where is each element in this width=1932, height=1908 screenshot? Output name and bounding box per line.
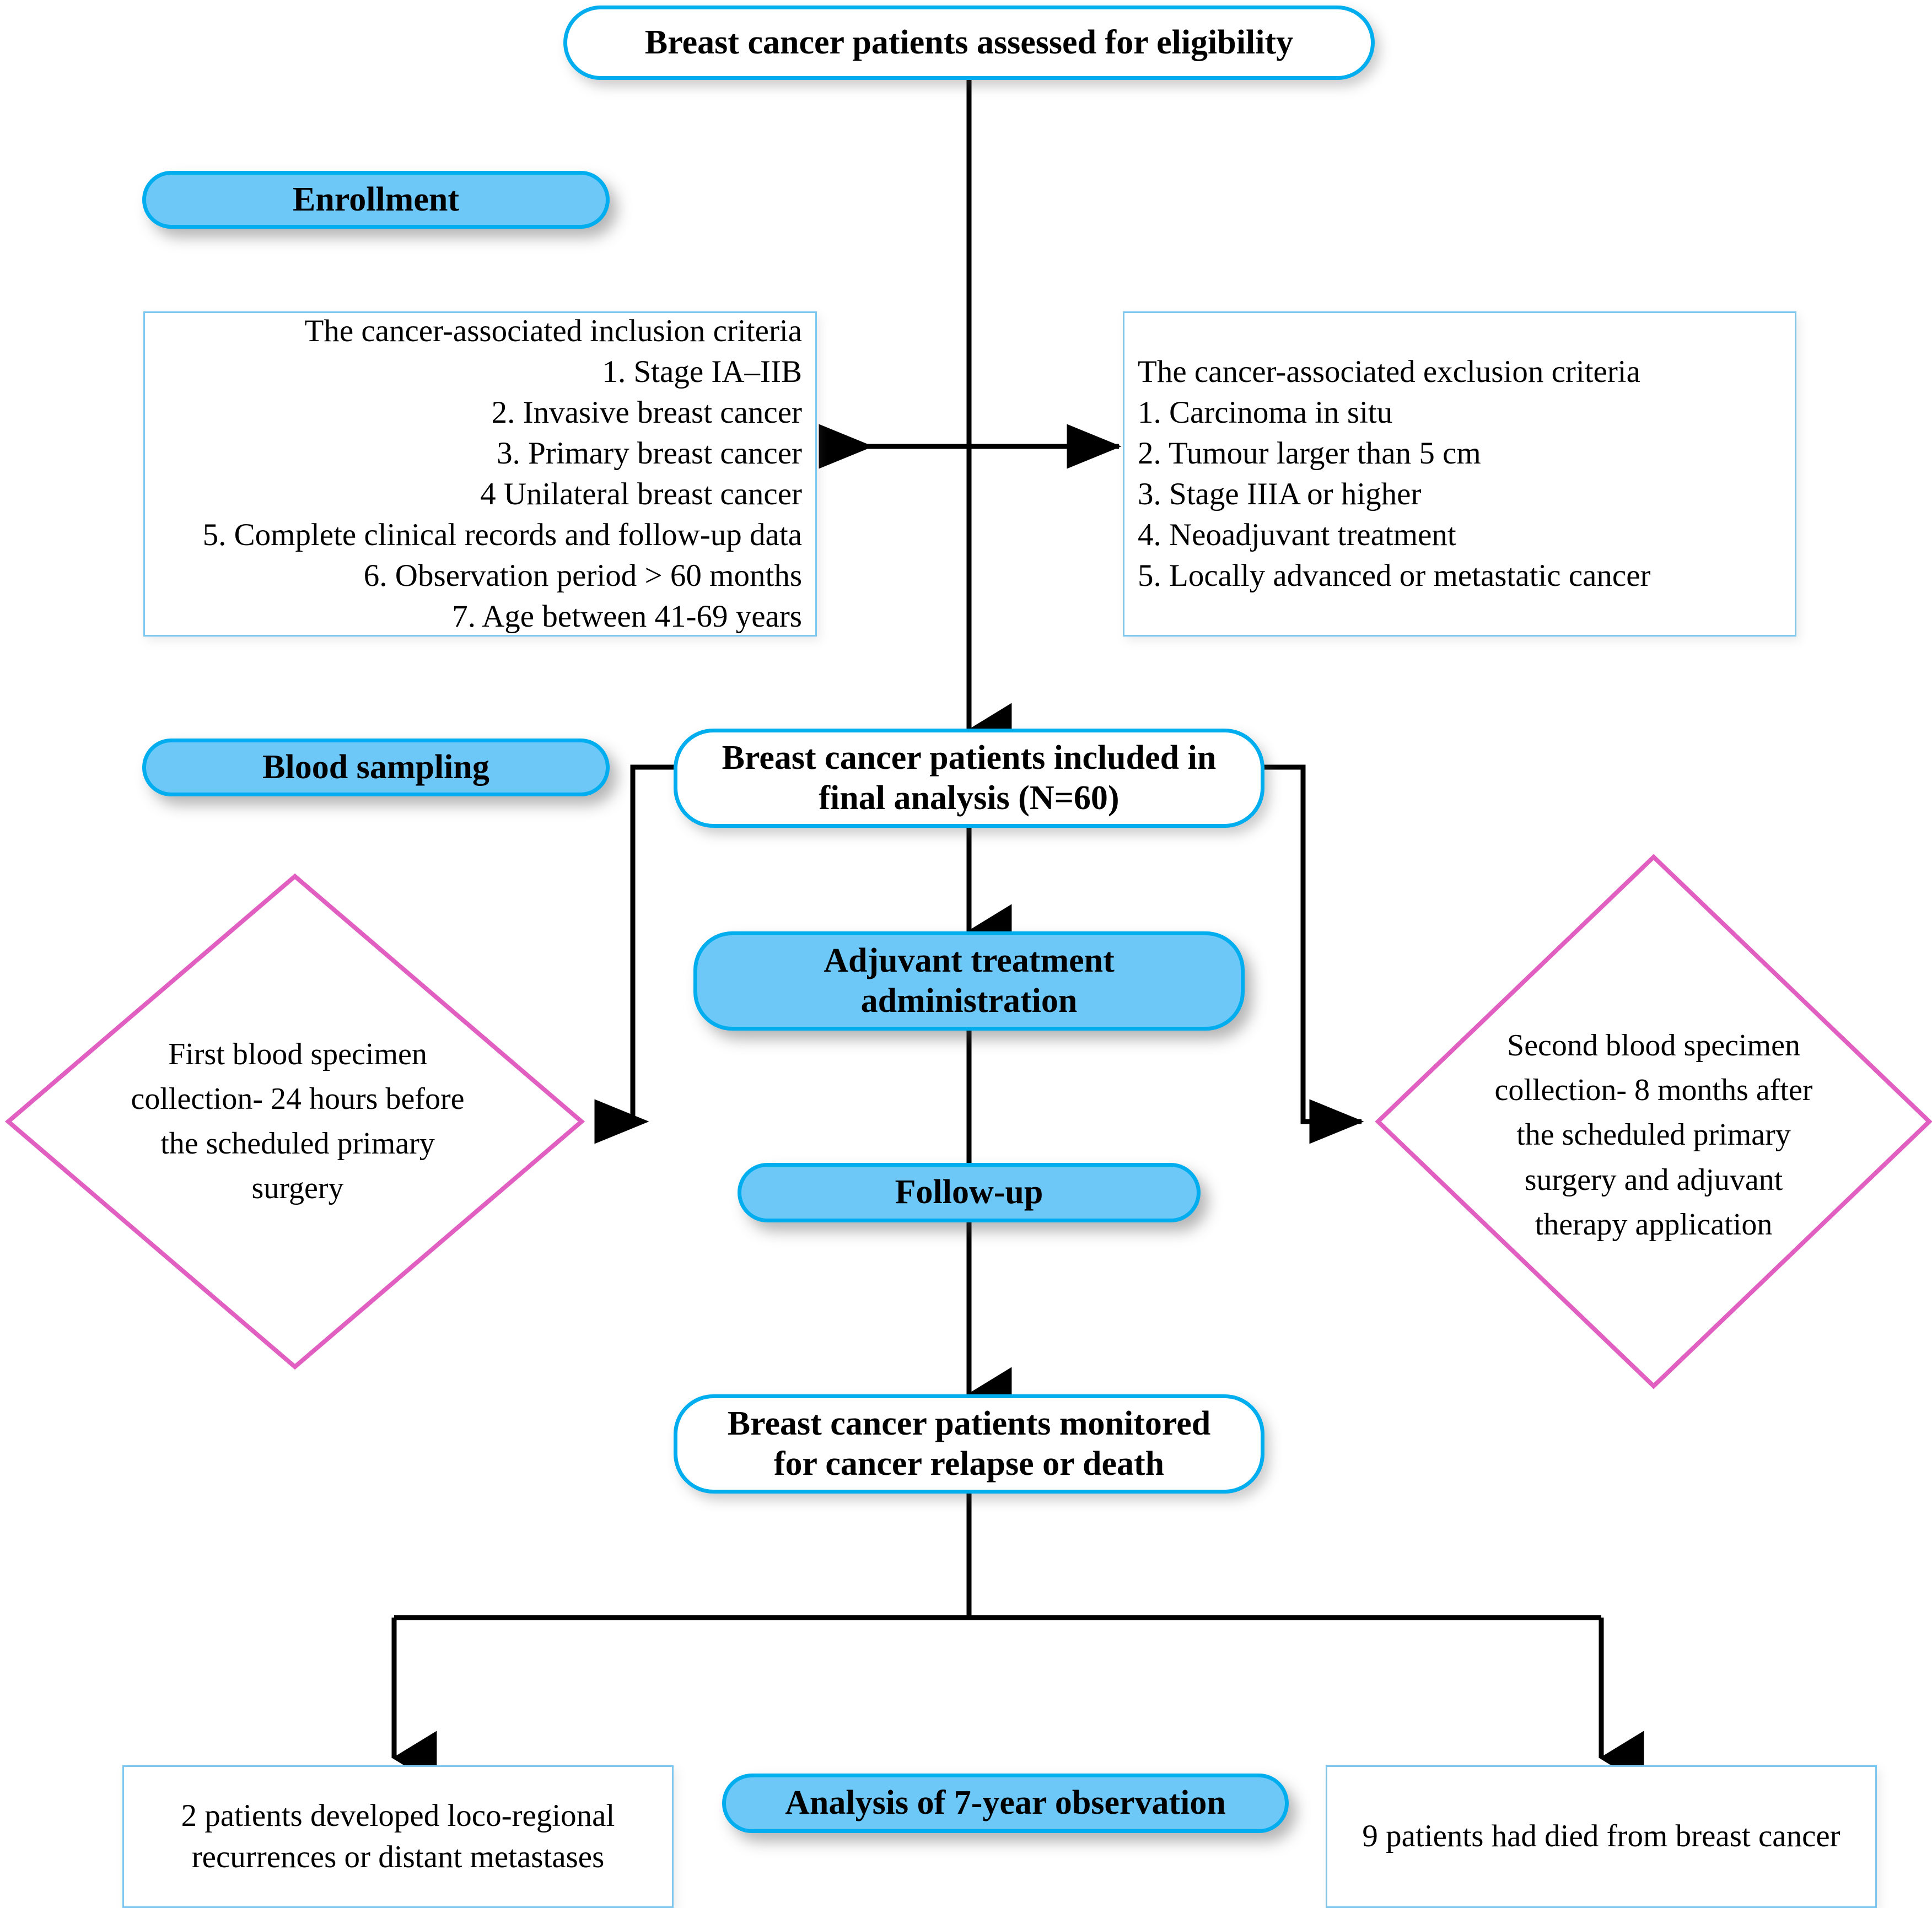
- inclusion-item: 6. Observation period > 60 months: [363, 558, 802, 594]
- diamond-second-blood-specimen[interactable]: [1378, 857, 1929, 1386]
- outcome-box-left: 2 patients developed loco-regional recur…: [122, 1765, 674, 1908]
- stage-badge-analysis-observation-label: Analysis of 7-year observation: [785, 1784, 1226, 1822]
- exclusion-item: 3. Stage IIIA or higher: [1138, 477, 1422, 511]
- node-adjuvant-treatment[interactable]: Adjuvant treatment administration: [693, 931, 1245, 1031]
- node-monitored-relapse-death[interactable]: Breast cancer patients monitored for can…: [674, 1394, 1264, 1494]
- diamond-left-outline: [4, 873, 585, 1370]
- stage-badge-analysis-observation[interactable]: Analysis of 7-year observation: [722, 1774, 1289, 1833]
- inclusion-item: 1. Stage IA–IIB: [602, 354, 802, 389]
- node-eligibility-label: Breast cancer patients assessed for elig…: [644, 23, 1294, 61]
- node-included-final-analysis[interactable]: Breast cancer patients included in final…: [674, 729, 1264, 828]
- exclusion-heading: The cancer-associated exclusion criteria: [1138, 354, 1640, 389]
- diamond-right-outline: [1375, 854, 1932, 1389]
- inclusion-item: 7. Age between 41-69 years: [452, 599, 802, 634]
- node-follow-up[interactable]: Follow-up: [738, 1163, 1201, 1222]
- inclusion-item: 4 Unilateral breast cancer: [480, 477, 802, 511]
- outcome-left-label: 2 patients developed loco-regional recur…: [181, 1798, 615, 1874]
- exclusion-criteria-box: The cancer-associated exclusion criteria…: [1123, 311, 1796, 637]
- exclusion-item: 5. Locally advanced or metastatic cancer: [1138, 558, 1651, 594]
- inclusion-item: 5. Complete clinical records and follow-…: [202, 518, 802, 553]
- exclusion-item: 4. Neoadjuvant treatment: [1138, 518, 1456, 553]
- node-included-final-analysis-label: Breast cancer patients included in final…: [722, 739, 1217, 817]
- node-adjuvant-treatment-label: Adjuvant treatment administration: [824, 941, 1115, 1020]
- node-monitored-relapse-death-label: Breast cancer patients monitored for can…: [727, 1404, 1211, 1483]
- outcome-box-right: 9 patients had died from breast cancer: [1326, 1765, 1877, 1908]
- inclusion-criteria-box: The cancer-associated inclusion criteria…: [143, 311, 817, 637]
- inclusion-item: 3. Primary breast cancer: [497, 435, 802, 471]
- inclusion-item: 2. Invasive breast cancer: [491, 395, 802, 430]
- outcome-right-label: 9 patients had died from breast cancer: [1362, 1819, 1840, 1854]
- exclusion-item: 2. Tumour larger than 5 cm: [1138, 435, 1481, 471]
- stage-badge-enrollment-label: Enrollment: [293, 180, 459, 218]
- exclusion-item: 1. Carcinoma in situ: [1138, 395, 1393, 430]
- diamond-first-blood-specimen[interactable]: [8, 876, 582, 1367]
- node-follow-up-label: Follow-up: [895, 1173, 1043, 1211]
- node-eligibility[interactable]: Breast cancer patients assessed for elig…: [563, 6, 1375, 80]
- stage-badge-blood-sampling[interactable]: Blood sampling: [142, 739, 610, 796]
- stage-badge-enrollment[interactable]: Enrollment: [142, 171, 610, 229]
- inclusion-heading: The cancer-associated inclusion criteria: [304, 313, 802, 348]
- stage-badge-blood-sampling-label: Blood sampling: [262, 748, 489, 786]
